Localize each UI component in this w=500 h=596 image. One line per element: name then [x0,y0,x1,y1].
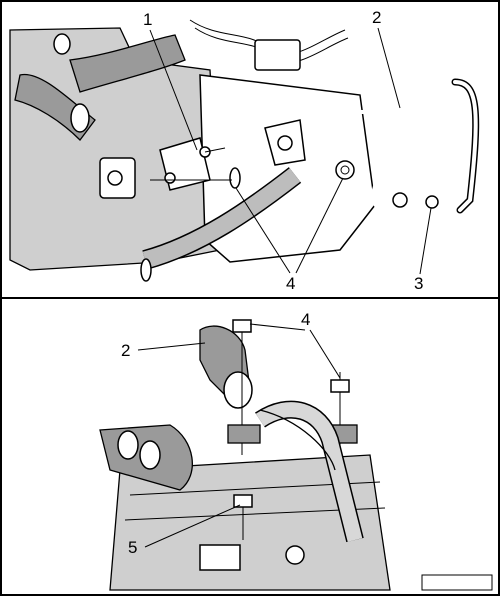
bolt-4b [330,379,350,393]
bottom-panel: 2 4 5 [99,310,493,591]
callout-2-lower: 2 [121,341,130,360]
rubber-mount-a [227,424,261,444]
upper-hose [69,34,186,93]
hose-clamp-top [53,33,71,55]
callout-1: 1 [143,10,152,29]
leader-4b [295,177,344,274]
connector-block [254,39,301,71]
callout-3: 3 [414,274,423,293]
callout-5: 5 [128,538,137,557]
hose-clamp-left [70,103,90,133]
lower-component [199,544,241,571]
top-panel: 1 2 3 4 [9,8,480,293]
callout-2: 2 [372,8,381,27]
leader-3 [419,207,432,275]
bolt-3 [425,195,439,209]
reference-box [421,574,493,591]
leader-1 [149,29,198,151]
bolt-3a [392,192,408,208]
bolt-4a [232,319,252,333]
nut-4b [335,160,355,180]
bolt-bracket [164,172,176,184]
nut-4a [229,167,241,189]
clamp-left-2 [139,440,161,470]
clamp-left-1 [117,430,139,460]
callout-4: 4 [286,274,295,293]
callout-4-lower: 4 [301,310,310,329]
leader-2 [377,27,401,109]
leader-4a [235,187,291,274]
bolt-5 [233,494,253,508]
